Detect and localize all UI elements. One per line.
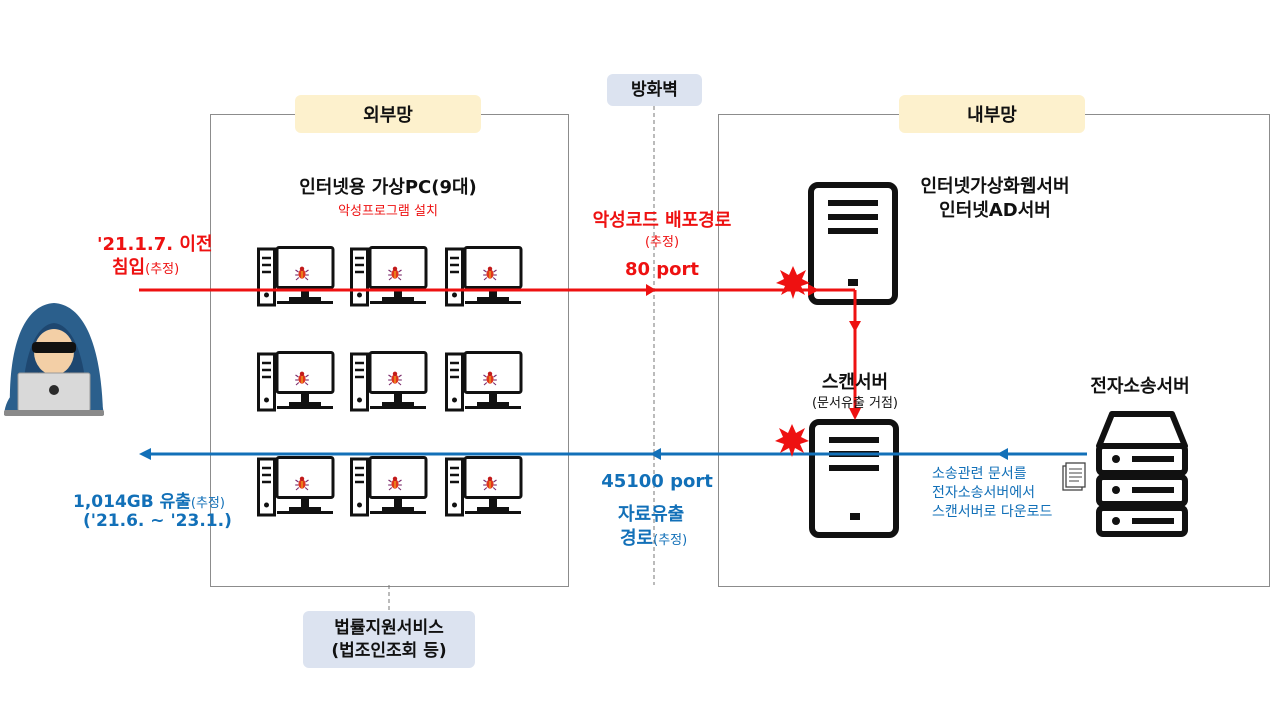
intrusion-label: 침입(추정) bbox=[112, 253, 179, 279]
explosion-icon bbox=[775, 424, 809, 457]
pc-icon bbox=[350, 246, 428, 307]
exfil-route-line2: 경로 bbox=[620, 528, 654, 549]
exfil-amount: 1,014GB 유출(추정) bbox=[73, 487, 225, 512]
web-server-label-1: 인터넷가상화웹서버 bbox=[920, 176, 1070, 197]
legal-service-line2: (법조인조회 등) bbox=[331, 640, 447, 661]
server-rack-icon bbox=[1096, 411, 1188, 537]
download-note: 소송관련 문서를 전자소송서버에서 스캔서버로 다운로드 bbox=[932, 465, 1052, 522]
pc-icon bbox=[257, 246, 335, 307]
hacker-icon bbox=[4, 303, 104, 416]
malware-route-arrow bbox=[139, 284, 861, 420]
web-server-label-2: 인터넷AD서버 bbox=[939, 200, 1051, 221]
internal-network-tag: 내부망 bbox=[899, 95, 1085, 133]
pc-grid bbox=[257, 246, 523, 517]
exfil-amount-value: 1,014GB 유출 bbox=[73, 492, 191, 512]
firewall-tag: 방화벽 bbox=[607, 74, 702, 106]
firewall-label: 방화벽 bbox=[631, 79, 678, 100]
intrusion-date: '21.1.7. 이전 bbox=[97, 234, 213, 255]
legal-service-line1: 법률지원서비스 bbox=[334, 618, 444, 639]
intrusion-line2: 침입 bbox=[112, 257, 146, 278]
transfer-server-title: 전자소송서버 bbox=[1090, 376, 1190, 397]
download-note-line1: 소송관련 문서를 bbox=[932, 466, 1027, 482]
download-note-line2: 전자소송서버에서 bbox=[932, 485, 1036, 501]
exfil-route-label-2: 경로(추정) bbox=[620, 524, 687, 550]
pc-icon bbox=[350, 456, 428, 517]
external-network-tag: 외부망 bbox=[295, 95, 481, 133]
malware-route-port: 80 port bbox=[624, 259, 700, 280]
scan-server-subtitle: (문서유출 거점) bbox=[811, 396, 899, 411]
pc-icon bbox=[445, 246, 523, 307]
web-server-icon bbox=[808, 182, 898, 305]
exfil-route-estimate: (추정) bbox=[653, 533, 688, 548]
exfil-amount-estimate: (추정) bbox=[190, 496, 225, 511]
scan-server-icon bbox=[809, 419, 899, 538]
pc-icon bbox=[445, 456, 523, 517]
pc-icon bbox=[257, 456, 335, 517]
download-note-line3: 스캔서버로 다운로드 bbox=[932, 504, 1053, 520]
legal-service-tag: 법률지원서비스 (법조인조회 등) bbox=[303, 611, 475, 668]
pc-icon bbox=[257, 351, 335, 412]
virtual-pc-title: 인터넷용 가상PC(9대) bbox=[299, 177, 477, 198]
malware-route-label: 악성코드 배포경로 bbox=[592, 210, 732, 231]
exfil-port: 45100 port bbox=[601, 471, 713, 492]
pc-icon bbox=[445, 351, 523, 412]
exfil-route-label-1: 자료유출 bbox=[618, 504, 685, 525]
virtual-pc-subtitle: 악성프로그램 설치 bbox=[338, 204, 438, 219]
intrusion-estimate: (추정) bbox=[145, 262, 180, 277]
explosion-icon bbox=[776, 266, 810, 299]
pc-icon bbox=[350, 351, 428, 412]
malware-route-estimate: (추정) bbox=[644, 235, 680, 250]
document-icon bbox=[1062, 462, 1086, 491]
scan-server-title: 스캔서버 bbox=[821, 372, 889, 393]
exfiltration-route-arrow bbox=[139, 448, 1087, 460]
exfil-period: ('21.6. ~ '23.1.) bbox=[83, 511, 232, 531]
